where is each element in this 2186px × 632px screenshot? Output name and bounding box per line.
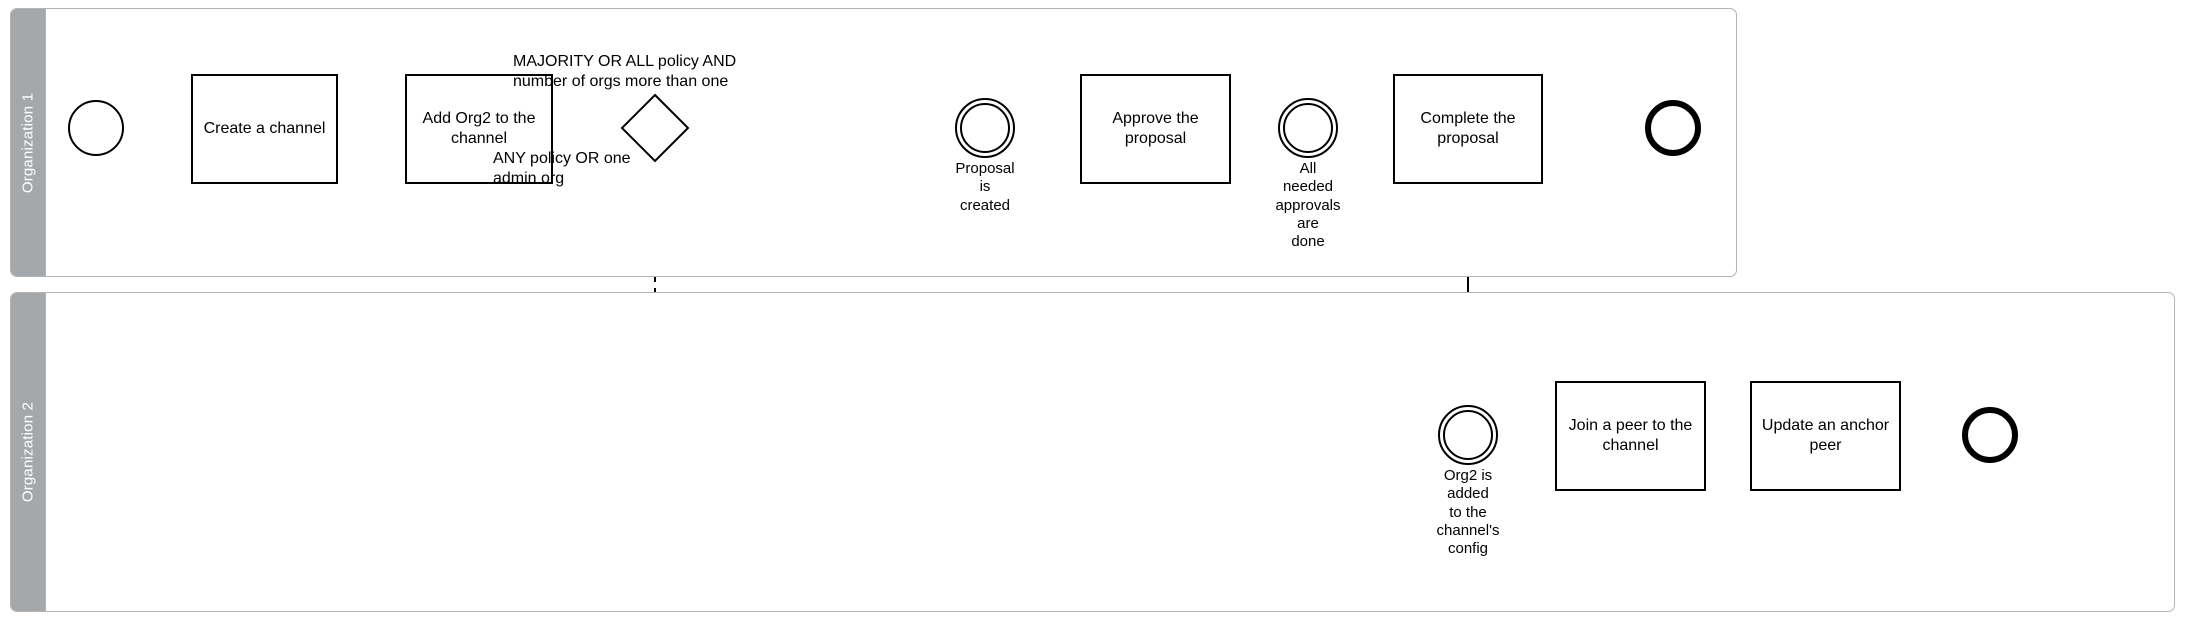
task-label-join-peer-to-channel: Join a peer to the channel — [1568, 417, 1693, 454]
annotation-any-policy: ANY policy OR one admin org — [493, 129, 723, 189]
pool-header-organization-1: Organization 1 — [11, 9, 46, 276]
intermediate-event-inner-ring — [960, 103, 1010, 153]
intermediate-event-approvals-done[interactable] — [1278, 98, 1338, 158]
intermediate-event-proposal-created[interactable] — [955, 98, 1015, 158]
task-create-channel[interactable]: Create a channel — [191, 74, 338, 184]
task-join-peer-to-channel[interactable]: Join a peer to the channel — [1555, 381, 1706, 491]
start-event-org1[interactable] — [68, 100, 124, 156]
intermediate-event-org2-added[interactable] — [1438, 405, 1498, 465]
intermediate-event-inner-ring — [1283, 103, 1333, 153]
gateway-policy-decision[interactable] — [620, 93, 690, 163]
end-event-org1[interactable] — [1645, 100, 1701, 156]
task-label-update-anchor-peer: Update an anchor peer — [1761, 417, 1890, 454]
gateway-diamond-shape — [620, 93, 690, 163]
annotation-text-majority-policy: MAJORITY OR ALL policy AND number of org… — [513, 53, 737, 91]
task-label-approve-proposal: Approve the proposal — [1112, 110, 1199, 147]
task-complete-proposal[interactable]: Complete the proposal — [1393, 74, 1543, 184]
task-add-org2-to-channel[interactable]: Add Org2 to the channel — [405, 74, 553, 184]
annotation-majority-policy: MAJORITY OR ALL policy AND number of org… — [513, 32, 813, 92]
pool-label-organization-1: Organization 1 — [19, 92, 37, 193]
task-label-complete-proposal: Complete the proposal — [1420, 110, 1516, 147]
pool-header-organization-2: Organization 2 — [11, 293, 46, 611]
pool-label-organization-2: Organization 2 — [19, 401, 37, 503]
task-update-anchor-peer[interactable]: Update an anchor peer — [1750, 381, 1901, 491]
intermediate-event-inner-ring — [1443, 410, 1493, 460]
task-approve-proposal[interactable]: Approve the proposal — [1080, 74, 1231, 184]
task-label-add-org2-to-channel: Add Org2 to the channel — [422, 110, 536, 147]
annotation-text-any-policy: ANY policy OR one admin org — [493, 150, 631, 188]
task-label-create-channel: Create a channel — [203, 120, 326, 138]
end-event-org2[interactable] — [1962, 407, 2018, 463]
